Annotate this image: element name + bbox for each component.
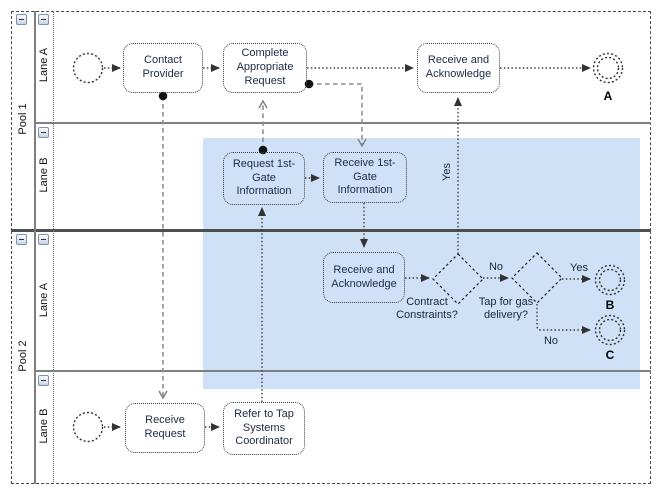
end-event-c[interactable] — [594, 314, 626, 346]
minus-icon — [41, 380, 46, 381]
pool1-lane-label-divider — [53, 11, 54, 231]
pool2-label-divider — [34, 231, 36, 484]
collapse-pool1-laneA-button[interactable] — [38, 14, 49, 25]
flow-label-no-1: No — [488, 261, 504, 273]
highlight-region — [203, 138, 640, 389]
minus-icon — [41, 132, 46, 133]
minus-icon — [19, 239, 24, 240]
collapse-pool1-button[interactable] — [16, 14, 27, 25]
minus-icon — [41, 19, 46, 20]
task-refer-to-tap[interactable]: Refer to Tap Systems Coordinator — [223, 402, 305, 455]
end-event-a[interactable] — [592, 52, 624, 84]
pool2-lane-label-divider — [53, 231, 54, 484]
task-receive-and-acknowledge-pool2[interactable]: Receive and Acknowledge — [323, 252, 405, 303]
flow-label-yes-2: Yes — [570, 262, 588, 274]
task-complete-appropriate-request[interactable]: Complete Appropriate Request — [223, 43, 307, 93]
pool1-label-divider — [34, 11, 36, 231]
task-request-first-gate[interactable]: Request 1st-Gate Information — [223, 152, 305, 205]
task-receive-and-acknowledge-pool1[interactable]: Receive and Acknowledge — [417, 43, 500, 93]
collapse-pool1-laneB-button[interactable] — [38, 127, 49, 138]
pool2-lane-divider — [34, 370, 651, 372]
task-receive-request[interactable]: Receive Request — [125, 403, 205, 453]
pool-divider-line — [11, 229, 651, 232]
flow-label-no-2: No — [543, 335, 559, 347]
minus-icon — [41, 239, 46, 240]
end-event-b-label: B — [605, 298, 615, 312]
collapse-pool2-laneB-button[interactable] — [38, 375, 49, 386]
end-event-c-label: C — [605, 348, 615, 362]
flow-label-yes-vertical: Yes — [441, 163, 453, 181]
end-event-b[interactable] — [594, 264, 626, 296]
minus-icon — [19, 19, 24, 20]
end-event-a-label: A — [603, 89, 613, 103]
collapse-pool2-laneA-button[interactable] — [38, 234, 49, 245]
gateway-label-tap-for-gas: Tap for gas delivery? — [478, 296, 534, 322]
start-event-pool1[interactable] — [72, 52, 104, 84]
collapse-pool2-button[interactable] — [16, 234, 27, 245]
message-complete-to-receive-gate — [304, 79, 367, 148]
gateway-label-contract-constraints: Contract Constraints? — [396, 296, 458, 322]
task-contact-provider[interactable]: Contact Provider — [123, 43, 203, 93]
start-event-pool2[interactable] — [72, 411, 104, 443]
task-receive-first-gate[interactable]: Receive 1st-Gate Information — [323, 152, 407, 203]
